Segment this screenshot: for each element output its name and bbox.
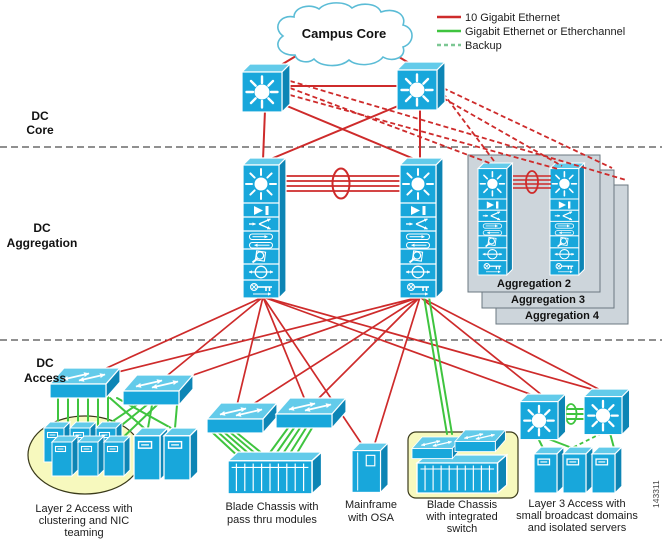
dc-aggregation-label-1: DC [33, 221, 51, 235]
access-switch-4 [276, 398, 346, 428]
dc-aggregation-label-2: Aggregation [7, 236, 78, 250]
dc-core-label-2: Core [26, 123, 54, 137]
layer3-switch-left [518, 392, 567, 441]
aggregation-2-switch-right [550, 163, 584, 275]
mainframe-caption-2: with OSA [347, 512, 395, 524]
layer3-caption-1: Layer 3 Access with [528, 498, 625, 510]
etherchannel-symbol-panel [525, 170, 539, 194]
blade-integrated-caption-2: with integrated [425, 511, 498, 523]
legend-label-1g: Gigabit Ethernet or Etherchannel [465, 26, 625, 38]
aggregation-to-access-links [99, 296, 611, 447]
core-switch-left [240, 62, 292, 114]
server-standalone-1 [133, 427, 169, 481]
blade-passthru-caption-1: Blade Chassis with [226, 501, 319, 513]
server [103, 435, 131, 477]
core-switch-right [395, 60, 447, 112]
aggregation-2-switch-left [478, 163, 512, 275]
campus-core-cloud: Campus Core [277, 2, 413, 67]
access-switch-2 [123, 375, 193, 405]
cloud-shape [277, 2, 413, 67]
aggregation-switch-left [243, 158, 286, 298]
campus-core-label: Campus Core [302, 26, 387, 41]
blade-chassis-passthru [227, 451, 323, 495]
aggregation-4-label: Aggregation 4 [525, 310, 600, 322]
layer-labels: DC Core DC Aggregation DC Access [7, 109, 78, 385]
legend-label-backup: Backup [465, 40, 502, 52]
server [77, 435, 105, 477]
layer3-caption-2: small broadcast domains [516, 510, 638, 522]
device-captions: Layer 2 Access with clustering and NIC t… [35, 498, 638, 539]
aggregation-switch-right [400, 158, 443, 298]
integrated-switch-2 [455, 430, 505, 452]
aggregation-3-label: Aggregation 3 [511, 294, 585, 306]
aggregation-etherchannel-links [281, 175, 401, 192]
legend: 10 Gigabit Ethernet Gigabit Ethernet or … [437, 12, 625, 52]
layer2-caption-1: Layer 2 Access with [35, 503, 132, 515]
legend-label-10g: 10 Gigabit Ethernet [465, 12, 560, 24]
blade-passthru-caption-2: pass thru modules [227, 514, 317, 526]
dc-access-label-2: Access [24, 371, 66, 385]
layer3-switch-right [582, 387, 631, 436]
isolated-servers [533, 446, 623, 494]
server [562, 446, 594, 494]
aggregation-2-label: Aggregation 2 [497, 278, 571, 290]
server [51, 435, 79, 477]
core-backup-links [289, 80, 627, 181]
clustered-servers [43, 421, 131, 477]
etherchannel-symbol-aggregation [331, 167, 351, 200]
layer3-caption-3: and isolated servers [528, 522, 627, 534]
mainframe-caption-1: Mainframe [345, 499, 397, 511]
figure-number: 143311 [651, 480, 661, 508]
mainframe-device [351, 442, 389, 493]
blade-integrated-caption-1: Blade Chassis [427, 499, 498, 511]
layer2-caption-3: teaming [64, 527, 103, 539]
access-switch-3 [207, 403, 277, 433]
server [533, 446, 565, 494]
layer-separators [0, 146, 662, 341]
blade-integrated-caption-3: switch [447, 523, 478, 535]
aggregation-2-etherchannel-links [513, 175, 551, 189]
server-standalone-2 [163, 427, 199, 481]
blade-chassis-integrated [416, 454, 508, 494]
dc-core-label-1: DC [31, 109, 49, 123]
10g-links [99, 47, 611, 447]
layer2-caption-2: clustering and NIC [39, 515, 130, 527]
aggregation-panels: Aggregation 2 Aggregation 3 Aggregation … [467, 154, 629, 325]
blade-chassis-integrated-group [412, 430, 508, 494]
dc-access-label-1: DC [36, 356, 54, 370]
server [591, 446, 623, 494]
